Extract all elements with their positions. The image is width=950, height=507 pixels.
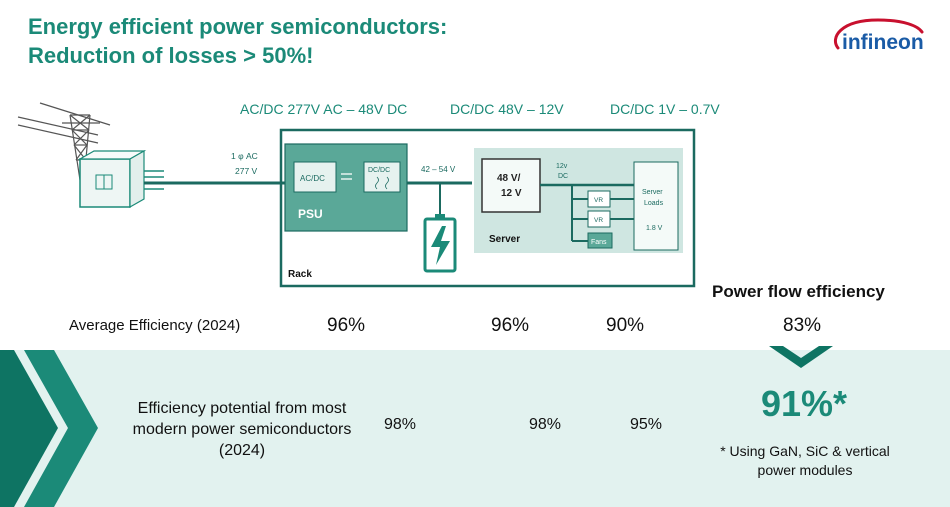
- battery-icon: [423, 214, 457, 273]
- loads-voltage: 1.8 V: [646, 225, 663, 232]
- bus-12v-line2: DC: [558, 173, 568, 180]
- grid-input-line1: 1 φ AC: [231, 151, 258, 161]
- converter-label-line2: 12 V: [501, 188, 522, 199]
- psu-title: PSU: [298, 207, 323, 221]
- title-line-1: Energy efficient power semiconductors:: [28, 14, 448, 39]
- feed-lines: [144, 170, 164, 190]
- fans-label: Fans: [591, 239, 607, 246]
- vr-block-1: [587, 190, 611, 208]
- rack-frame: [279, 128, 696, 288]
- grid-input-line2: 277 V: [235, 166, 258, 176]
- power-flow-diagram: 1 φ AC 277 V Rack AC/DC DC/DC PSU 42 – 5…: [17, 102, 696, 288]
- technology-footnote: * Using GaN, SiC & vertical power module…: [720, 443, 890, 478]
- fans-block: [587, 232, 613, 249]
- converter-label-line1: 48 V/: [497, 173, 521, 184]
- infineon-logo: infineon: [833, 18, 924, 54]
- loads-label-line1: Server: [642, 189, 663, 196]
- average-dcdc-48-12-value: 96%: [491, 315, 530, 336]
- potential-dcdc-1-07-value: 95%: [630, 416, 663, 433]
- potential-dcdc-48-12-value: 98%: [529, 416, 562, 433]
- average-efficiency-label: Average Efficiency (2024): [69, 317, 241, 334]
- server-loads-block: [633, 161, 679, 251]
- potential-total-value: 91%*: [760, 383, 848, 424]
- efficiency-potential-label: Efficiency potential from most modern po…: [132, 400, 352, 459]
- title-line-2: Reduction of losses > 50%!: [28, 43, 314, 68]
- transformer-icon: [77, 149, 147, 209]
- psu-acdc-block: [293, 161, 337, 193]
- logo-wordmark: infineon: [842, 31, 924, 54]
- stage-dcdc-1-07-label: DC/DC 1V – 0.7V: [610, 101, 720, 117]
- loads-label-line2: Loads: [644, 200, 664, 207]
- psu-acdc-label: AC/DC: [300, 174, 325, 183]
- slide-title: Energy efficient power semiconductors: R…: [28, 12, 447, 70]
- potential-acdc-value: 98%: [384, 416, 417, 433]
- bus-voltage-label: 42 – 54 V: [421, 165, 456, 174]
- chevron-arrows-icon: [0, 350, 98, 507]
- vr-label-2: VR: [594, 217, 603, 224]
- stage-dcdc-48-12-label: DC/DC 48V – 12V: [450, 101, 564, 117]
- average-total-value: 83%: [783, 315, 822, 336]
- psu-dcdc-block: [363, 161, 401, 193]
- vr-label-1: VR: [594, 197, 603, 204]
- average-acdc-value: 96%: [327, 315, 366, 336]
- server-title: Server: [489, 234, 520, 245]
- stage-acdc-label: AC/DC 277V AC – 48V DC: [240, 101, 408, 117]
- potential-band: [0, 350, 950, 507]
- rack-label: Rack: [288, 269, 312, 280]
- power-flow-efficiency-heading: Power flow efficiency: [712, 282, 885, 301]
- server-converter-block: [481, 158, 541, 213]
- transformer-coil-icon: [375, 176, 389, 190]
- vr-block-2: [587, 210, 611, 228]
- average-dcdc-1-07-value: 90%: [606, 315, 645, 336]
- psu-dcdc-label: DC/DC: [368, 167, 390, 174]
- chevron-down-icon: [769, 346, 833, 368]
- bus-12v-line1: 12v: [556, 163, 568, 170]
